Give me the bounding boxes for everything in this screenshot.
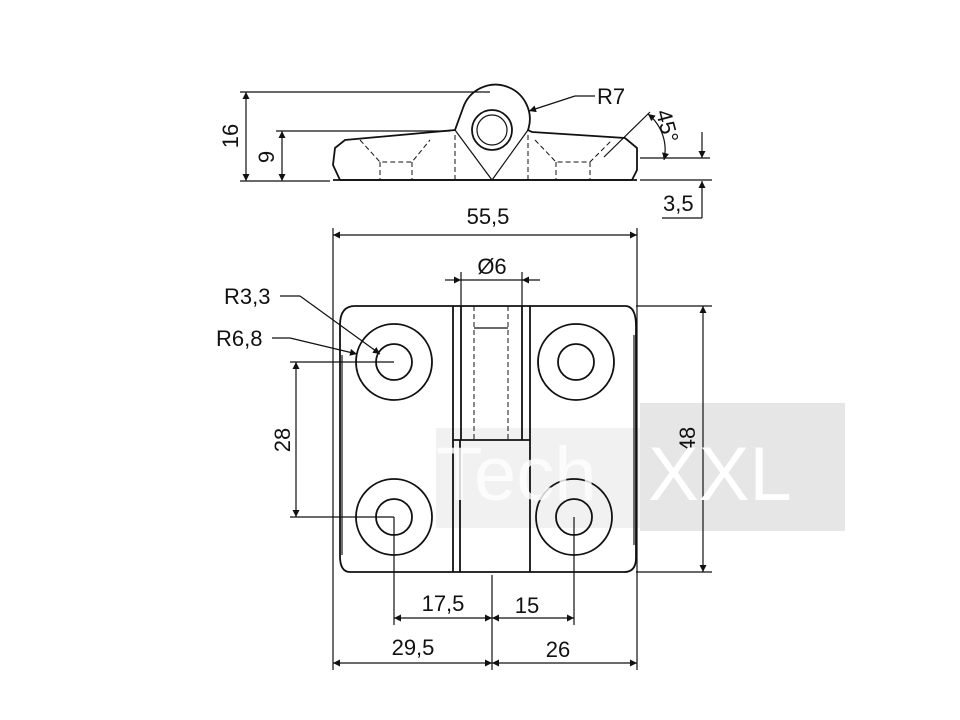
dim-3-5: 3,5: [640, 132, 712, 219]
watermark-panel: [640, 403, 845, 531]
dim-16-label: 16: [218, 124, 243, 148]
dim-45deg: 45°: [603, 107, 710, 161]
watermark-text-left: Tech: [436, 432, 597, 517]
dim-r7: R7: [528, 84, 625, 113]
dim-55-5-label: 55,5: [467, 204, 510, 229]
dim-26-label: 26: [546, 637, 570, 662]
dim-15-label: 15: [515, 593, 539, 618]
dim-48: 48: [636, 305, 712, 573]
dim-17-5: 17,5: [393, 517, 493, 670]
dim-diameter-6-label: Ø6: [477, 254, 506, 279]
dim-r3-3-label: R3,3: [224, 284, 270, 309]
watermark-panel-left: [436, 428, 640, 528]
dim-diameter-6: Ø6: [445, 254, 540, 306]
dim-r6-8: R6,8: [216, 326, 358, 356]
dim-9-label: 9: [254, 151, 279, 163]
dim-45-label: 45°: [651, 107, 684, 146]
dim-r7-label: R7: [597, 84, 625, 109]
dim-9: 9: [254, 130, 450, 181]
dim-26: 26: [492, 637, 637, 667]
watermark-text-right: XXL: [648, 432, 792, 517]
dim-17-5-label: 17,5: [422, 591, 465, 616]
dim-48-label: 48: [675, 427, 700, 451]
dim-3-5-label: 3,5: [663, 191, 694, 216]
dim-29-5-label: 29,5: [392, 635, 435, 660]
dim-55-5: 55,5: [332, 204, 638, 670]
side-view: [332, 83, 638, 181]
dim-15: 15: [492, 517, 575, 625]
dim-28: 28: [270, 361, 394, 518]
dim-16: 16: [218, 91, 490, 182]
dim-r6-8-label: R6,8: [216, 326, 262, 351]
dim-29-5: 29,5: [333, 635, 492, 667]
dim-28-label: 28: [270, 428, 295, 452]
dim-r3-3: R3,3: [224, 284, 381, 355]
hole-top-right: [537, 323, 615, 401]
